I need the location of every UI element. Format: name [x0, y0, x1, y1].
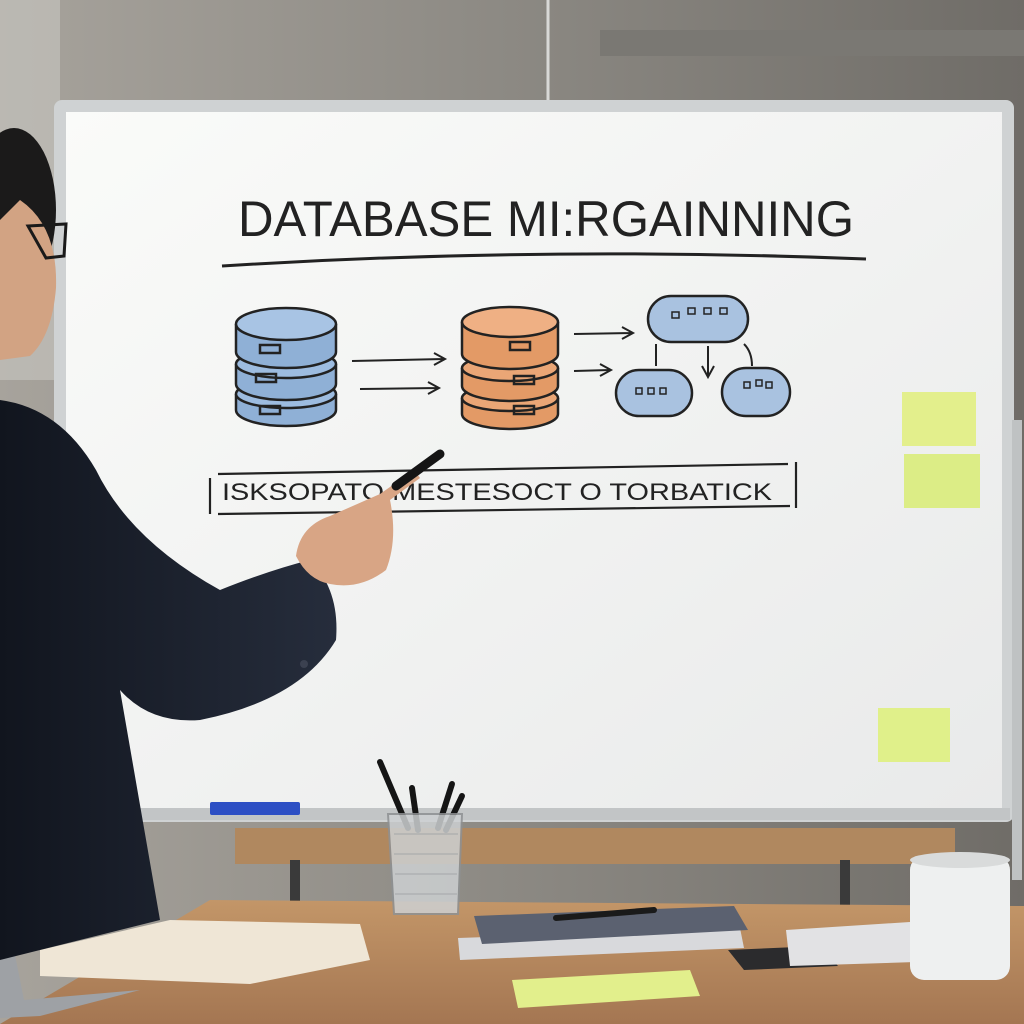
marker-pen: [391, 449, 445, 491]
coffee-mug: [910, 856, 1010, 980]
eyeglasses-icon: [25, 222, 68, 260]
pen-cup: [377, 759, 465, 915]
title-underline: [221, 252, 867, 268]
whiteboard-caption: ISKSOPATO MESTESOCT O TORBATICK: [222, 479, 772, 506]
blue-eraser: [210, 802, 300, 815]
notebook-stack: [458, 906, 748, 960]
ceiling-beam: [600, 30, 1024, 56]
sticky-note: [512, 970, 700, 1008]
laptop: [0, 880, 140, 1018]
back-table-leg: [840, 860, 850, 910]
presenter-hand: [296, 470, 420, 586]
caption-box: [208, 462, 798, 516]
coffee-mug-rim: [910, 852, 1010, 868]
presenter-jacket: [0, 400, 337, 960]
cloud-node-icon: [614, 368, 694, 418]
sticky-note: [902, 392, 976, 446]
presenter: [0, 128, 445, 960]
back-table: [235, 828, 955, 864]
board-stand-right: [1012, 420, 1022, 880]
presenter-face: [0, 200, 57, 360]
arrow-icon: [351, 352, 448, 395]
sticky-note: [878, 708, 950, 762]
database-stack-icon: [460, 305, 560, 431]
open-notebook: [40, 920, 370, 984]
whiteboard-title: DATABASE MI:RGAINNING: [238, 191, 854, 247]
database-stack-icon: [234, 306, 338, 428]
back-table-leg: [290, 860, 300, 910]
arrow-icon: [573, 326, 753, 380]
cloud-node-icon: [646, 294, 750, 344]
jacket-button: [300, 660, 308, 668]
cloud-node-icon: [720, 366, 792, 418]
marker-tray: [140, 808, 1010, 820]
sticky-note: [904, 454, 980, 508]
book: [786, 922, 916, 966]
